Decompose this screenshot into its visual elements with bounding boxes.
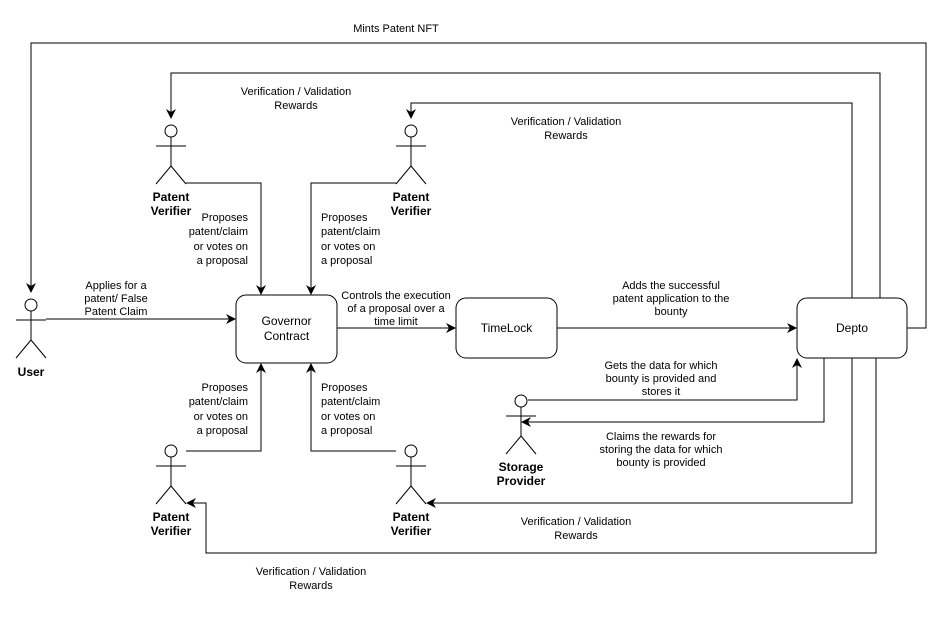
edge-label-rewards-bottom-left-1: Verification / Validation: [256, 566, 366, 578]
edge-label-rewards-bottom-right-2: Rewards: [554, 530, 598, 542]
governor-label-line2: Contract: [264, 329, 310, 343]
patent-verifier-bottom-right-actor[interactable]: [395, 444, 427, 505]
edge-label-propose-bottom-right-2: patent/claim: [321, 396, 380, 408]
edge-rewards-top-right: [406, 102, 853, 298]
edge-label-gets-data-2: bounty is provided and: [606, 373, 717, 385]
timelock-label: TimeLock: [481, 321, 534, 335]
edge-label-propose-top-left-3: or votes on: [194, 241, 248, 253]
patent-verifier-bottom-left-actor[interactable]: [155, 444, 187, 505]
edge-label-rewards-bottom-right-1: Verification / Validation: [521, 516, 631, 528]
edge-propose-top-left: [186, 182, 266, 295]
edge-label-claims-2: storing the data for which: [600, 444, 723, 456]
edge-label-propose-bottom-right-3: or votes on: [321, 411, 375, 423]
edge-label-adds-1: Adds the successful: [622, 280, 720, 292]
edge-propose-bottom-right: [306, 363, 396, 452]
edge-label-adds-2: patent application to the: [613, 293, 730, 305]
edge-label-applies-1: Applies for a: [85, 280, 147, 292]
edge-propose-top-right: [306, 182, 396, 295]
edge-label-rewards-top-left-2: Rewards: [274, 100, 318, 112]
verifier-top-right-label-2: Verifier: [391, 204, 432, 218]
edge-rewards-bottom-right: [426, 358, 853, 508]
verifier-bottom-left-label-2: Verifier: [151, 524, 192, 538]
edge-label-propose-bottom-right-1: Proposes: [321, 382, 368, 394]
user-actor[interactable]: [15, 298, 47, 359]
edge-label-controls-1: Controls the execution: [341, 290, 450, 302]
edge-label-controls-3: time limit: [374, 316, 417, 328]
edge-label-propose-bottom-left-2: patent/claim: [189, 396, 248, 408]
patent-verifier-top-right-actor[interactable]: [395, 124, 427, 185]
edge-label-mints-nft: Mints Patent NFT: [353, 23, 439, 35]
edge-label-rewards-bottom-left-2: Rewards: [289, 580, 333, 592]
edge-label-rewards-top-right-1: Verification / Validation: [511, 116, 621, 128]
edge-label-propose-bottom-left-4: a proposal: [197, 425, 248, 437]
edge-label-propose-top-right-1: Proposes: [321, 212, 368, 224]
patent-verifier-top-left-actor[interactable]: [155, 124, 187, 185]
edge-claims: [521, 358, 825, 427]
edge-label-claims-3: bounty is provided: [616, 457, 705, 469]
edge-label-propose-top-right-3: or votes on: [321, 241, 375, 253]
depto-node[interactable]: Depto: [796, 297, 908, 359]
edge-label-applies-2: patent/ False: [84, 293, 148, 305]
edge-gets-data: [528, 358, 802, 401]
verifier-bottom-right-label-1: Patent: [393, 510, 430, 524]
verifier-bottom-left-label-1: Patent: [153, 510, 190, 524]
edge-label-controls-2: of a proposal over a: [347, 303, 445, 315]
storage-provider-label-2: Provider: [497, 474, 546, 488]
edge-label-gets-data-1: Gets the data for which: [604, 360, 717, 372]
edge-label-propose-bottom-right-4: a proposal: [321, 425, 372, 437]
edge-label-applies-3: Patent Claim: [85, 306, 148, 318]
edge-label-propose-top-right-4: a proposal: [321, 255, 372, 267]
verifier-top-left-label-2: Verifier: [151, 204, 192, 218]
edge-label-gets-data-3: stores it: [642, 386, 681, 398]
edge-label-propose-bottom-left-3: or votes on: [194, 411, 248, 423]
governor-label-line1: Governor: [261, 314, 311, 328]
storage-provider-actor[interactable]: [505, 394, 537, 455]
edge-label-propose-top-left-4: a proposal: [197, 255, 248, 267]
edge-label-claims-1: Claims the rewards for: [606, 431, 716, 443]
edge-label-propose-top-left-2: patent/claim: [189, 226, 248, 238]
edge-label-adds-3: bounty: [654, 306, 688, 318]
storage-provider-label-1: Storage: [499, 460, 544, 474]
edge-label-propose-top-left-1: Proposes: [202, 212, 249, 224]
edge-label-propose-top-right-2: patent/claim: [321, 226, 380, 238]
timelock-node[interactable]: TimeLock: [455, 297, 558, 359]
governor-contract-node[interactable]: Governor Contract: [235, 294, 338, 364]
edge-label-rewards-top-right-2: Rewards: [544, 130, 588, 142]
user-label: User: [18, 365, 45, 379]
verifier-bottom-right-label-2: Verifier: [391, 524, 432, 538]
edge-label-rewards-top-left-1: Verification / Validation: [241, 86, 351, 98]
edge-propose-bottom-left: [186, 363, 266, 452]
edge-mints-nft: [26, 42, 927, 329]
verifier-top-left-label-1: Patent: [153, 190, 190, 204]
depto-label: Depto: [836, 321, 868, 335]
edge-label-propose-bottom-left-1: Proposes: [202, 382, 249, 394]
verifier-top-right-label-1: Patent: [393, 190, 430, 204]
edge-rewards-bottom-left: [186, 358, 877, 554]
edge-rewards-top-left: [166, 72, 881, 298]
